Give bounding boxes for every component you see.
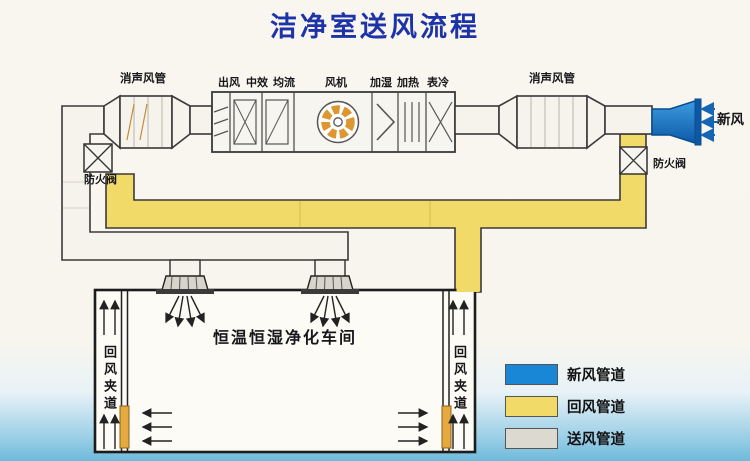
duct-right-end bbox=[604, 105, 653, 135]
ahu-section-label-outlet: 出风 bbox=[218, 77, 240, 89]
heater-icon bbox=[404, 102, 420, 142]
return-grille-right-icon bbox=[441, 405, 452, 449]
ahu-section-label-cooler: 表冷 bbox=[427, 77, 449, 89]
silencer-left bbox=[103, 94, 191, 150]
fire-damper-left-icon bbox=[83, 143, 113, 173]
return-airflow-arrows bbox=[99, 299, 469, 449]
legend-label-fresh-air: 新风管道 bbox=[567, 368, 625, 384]
silencer-right-label: 消声风管 bbox=[529, 73, 575, 85]
flow-equalizer-icon bbox=[265, 99, 289, 145]
filter-icon bbox=[233, 99, 257, 145]
cooling-coil-icon bbox=[428, 101, 453, 143]
silencer-right bbox=[498, 94, 606, 150]
diagram-title: 洁净室送风流程 bbox=[270, 12, 480, 42]
legend-label-return-air: 回风管道 bbox=[567, 400, 625, 416]
ahu-section-label-equalizer: 均流 bbox=[273, 77, 295, 89]
legend-swatch-supply-air bbox=[505, 428, 558, 449]
fan-icon bbox=[316, 100, 360, 144]
return-air-duct bbox=[105, 133, 647, 293]
legend-swatch-fresh-air bbox=[505, 364, 558, 385]
fresh-air-inlet bbox=[651, 98, 702, 146]
ahu-section-label-heater: 加热 bbox=[397, 77, 419, 89]
supply-airflow-arrows bbox=[165, 295, 350, 328]
fire-damper-right-label: 防火阀 bbox=[653, 158, 686, 170]
fire-damper-right-icon bbox=[619, 146, 648, 175]
return-aisle-left-label: 回风夹道 bbox=[101, 345, 117, 413]
silencer-left-label: 消声风管 bbox=[120, 73, 166, 85]
duct-connector-left bbox=[189, 105, 213, 135]
room-label: 恒温恒湿净化车间 bbox=[212, 330, 357, 347]
fresh-air-arrows bbox=[700, 102, 718, 142]
legend-item-supply-air: 送风管道 bbox=[505, 428, 625, 449]
ahu-section-label-mid-filter: 中效 bbox=[246, 77, 268, 89]
fire-damper-left-label: 防火阀 bbox=[84, 174, 117, 186]
return-aisle-right-label: 回风夹道 bbox=[451, 345, 467, 413]
duct-connector-right bbox=[454, 105, 500, 135]
ahu-section-label-fan: 风机 bbox=[325, 77, 347, 89]
fresh-air-label: 新风 bbox=[717, 112, 744, 127]
hepa-diffuser-left bbox=[156, 275, 214, 294]
legend-label-supply-air: 送风管道 bbox=[567, 432, 625, 448]
ahu-unit bbox=[211, 91, 456, 153]
ahu-section-label-humidifier: 加湿 bbox=[370, 77, 392, 89]
legend-item-fresh-air: 新风管道 bbox=[505, 364, 625, 385]
legend-swatch-return-air bbox=[505, 396, 558, 417]
cleanroom bbox=[93, 288, 477, 454]
hepa-diffuser-right bbox=[301, 275, 359, 294]
humidifier-icon bbox=[376, 103, 396, 141]
legend-item-return-air: 回风管道 bbox=[505, 396, 625, 417]
return-grille-left-icon bbox=[119, 405, 130, 449]
return-duct-ceiling-opening bbox=[456, 286, 480, 292]
